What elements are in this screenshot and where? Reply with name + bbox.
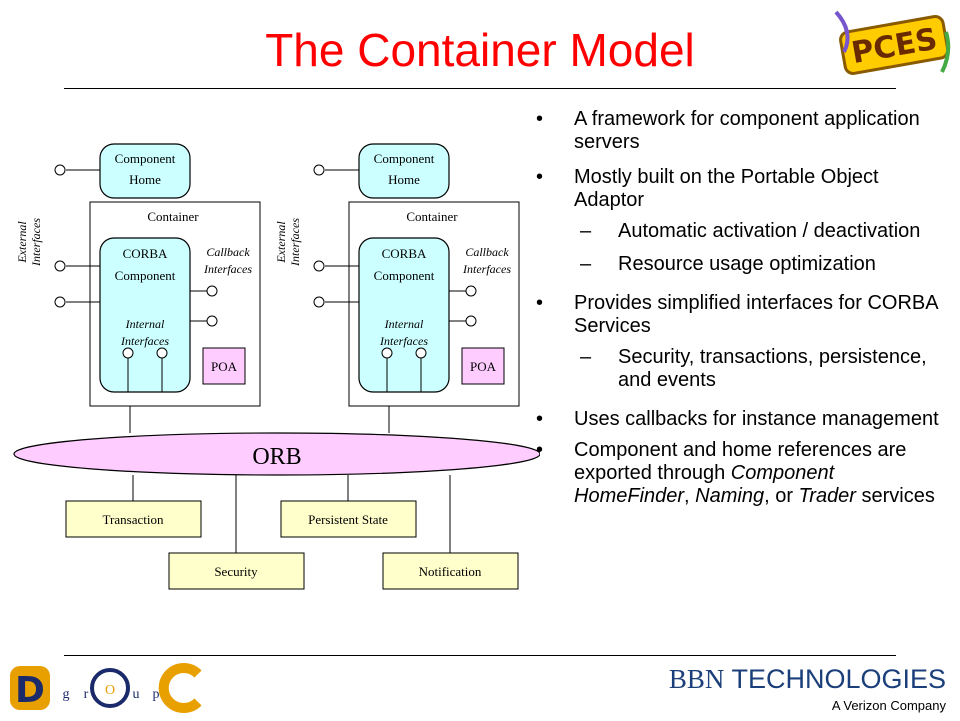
bullet-emphasis: Naming (695, 485, 765, 507)
component-home-label: Component (115, 151, 176, 166)
doc-group-logo: D g r O u p C (6, 660, 206, 721)
bullet-item: A framework for component application se… (530, 108, 940, 154)
bullet-text: , (684, 485, 696, 507)
doc-letter: O (105, 683, 115, 698)
group-letter: g (63, 687, 70, 702)
container-unit-left: Component Home Container CORBA Component… (15, 151, 252, 374)
internal-interfaces-label: Internal (384, 317, 424, 331)
container-label: Container (147, 209, 199, 224)
bbn-logo-technologies: TECHNOLOGIES (724, 664, 946, 694)
component-home-label: Home (388, 172, 420, 187)
bullet-emphasis: Trader (798, 485, 856, 507)
notification-service-box (382, 552, 519, 590)
bbn-logo-subtitle: A Verizon Company (831, 698, 946, 713)
group-letter: p (153, 687, 160, 702)
poa-label: POA (470, 359, 497, 374)
container-unit-right: Component Home Container CORBA Component… (274, 151, 511, 374)
orb-bus (13, 432, 540, 476)
bullet-emphasis: Component HomeFinder (574, 462, 835, 507)
corba-component-label: Component (374, 268, 435, 283)
persistent-state-service-box (280, 500, 417, 538)
security-service-label: Security (214, 564, 258, 579)
sub-bullet-item: Automatic activation / deactivation (530, 220, 940, 243)
bullet-item: Mostly built on the Portable Object Adap… (530, 166, 940, 212)
internal-interfaces-label: Internal (125, 317, 165, 331)
external-interfaces-label: Interfaces (288, 218, 302, 267)
corba-component-label: CORBA (382, 246, 427, 261)
bbn-logo: BBN TECHNOLOGIES A Verizon Company (669, 664, 946, 713)
group-letter: r (84, 687, 89, 702)
callback-interfaces-label: Callback (465, 245, 509, 259)
bullet-text: services (855, 485, 935, 507)
persistent-state-service-label: Persistent State (308, 512, 388, 527)
bullet-item: Uses callbacks for instance management (530, 408, 940, 431)
component-home-label: Component (374, 151, 435, 166)
external-interfaces-label: External (15, 221, 29, 264)
external-interfaces-label: Interfaces (29, 218, 43, 267)
pces-logo: PCES (834, 2, 954, 92)
container-label: Container (406, 209, 458, 224)
bbn-logo-name: BBN TECHNOLOGIES (669, 664, 946, 694)
callback-interfaces-label: Interfaces (462, 262, 511, 276)
doc-letter: C (188, 713, 189, 715)
slide-title: The Container Model (265, 24, 695, 76)
component-home-label: Home (129, 172, 161, 187)
bullet-text: , or (764, 485, 799, 507)
bullet-item: Component and home references are export… (530, 439, 940, 508)
corba-component-label: Component (115, 268, 176, 283)
security-service-box (168, 552, 305, 590)
callback-interfaces-label: Interfaces (203, 262, 252, 276)
external-interfaces-label: External (274, 221, 288, 264)
notification-service-label: Notification (419, 564, 482, 579)
callback-interfaces-label: Callback (206, 245, 250, 259)
sub-bullet-item: Resource usage optimization (530, 253, 940, 276)
transaction-service-box (65, 500, 202, 538)
internal-interfaces-label: Interfaces (379, 334, 428, 348)
top-rule (64, 88, 896, 89)
orb-label: ORB (252, 444, 301, 470)
bullet-item: Provides simplified interfaces for CORBA… (530, 292, 940, 338)
corba-component-label: CORBA (123, 246, 168, 261)
sub-bullet-item: Security, transactions, persistence, and… (530, 346, 940, 392)
transaction-service-label: Transaction (103, 512, 164, 527)
internal-interfaces-label: Interfaces (120, 334, 169, 348)
group-letter: u (133, 687, 140, 702)
bullet-text: Component and home references are export… (574, 439, 907, 484)
bullet-list: A framework for component application se… (530, 108, 940, 520)
bbn-logo-bbn: BBN (668, 664, 725, 694)
poa-label: POA (211, 359, 238, 374)
container-model-diagram: Component Home Container CORBA Component… (13, 143, 540, 590)
bottom-rule (64, 655, 896, 656)
doc-letter: D (15, 670, 45, 711)
